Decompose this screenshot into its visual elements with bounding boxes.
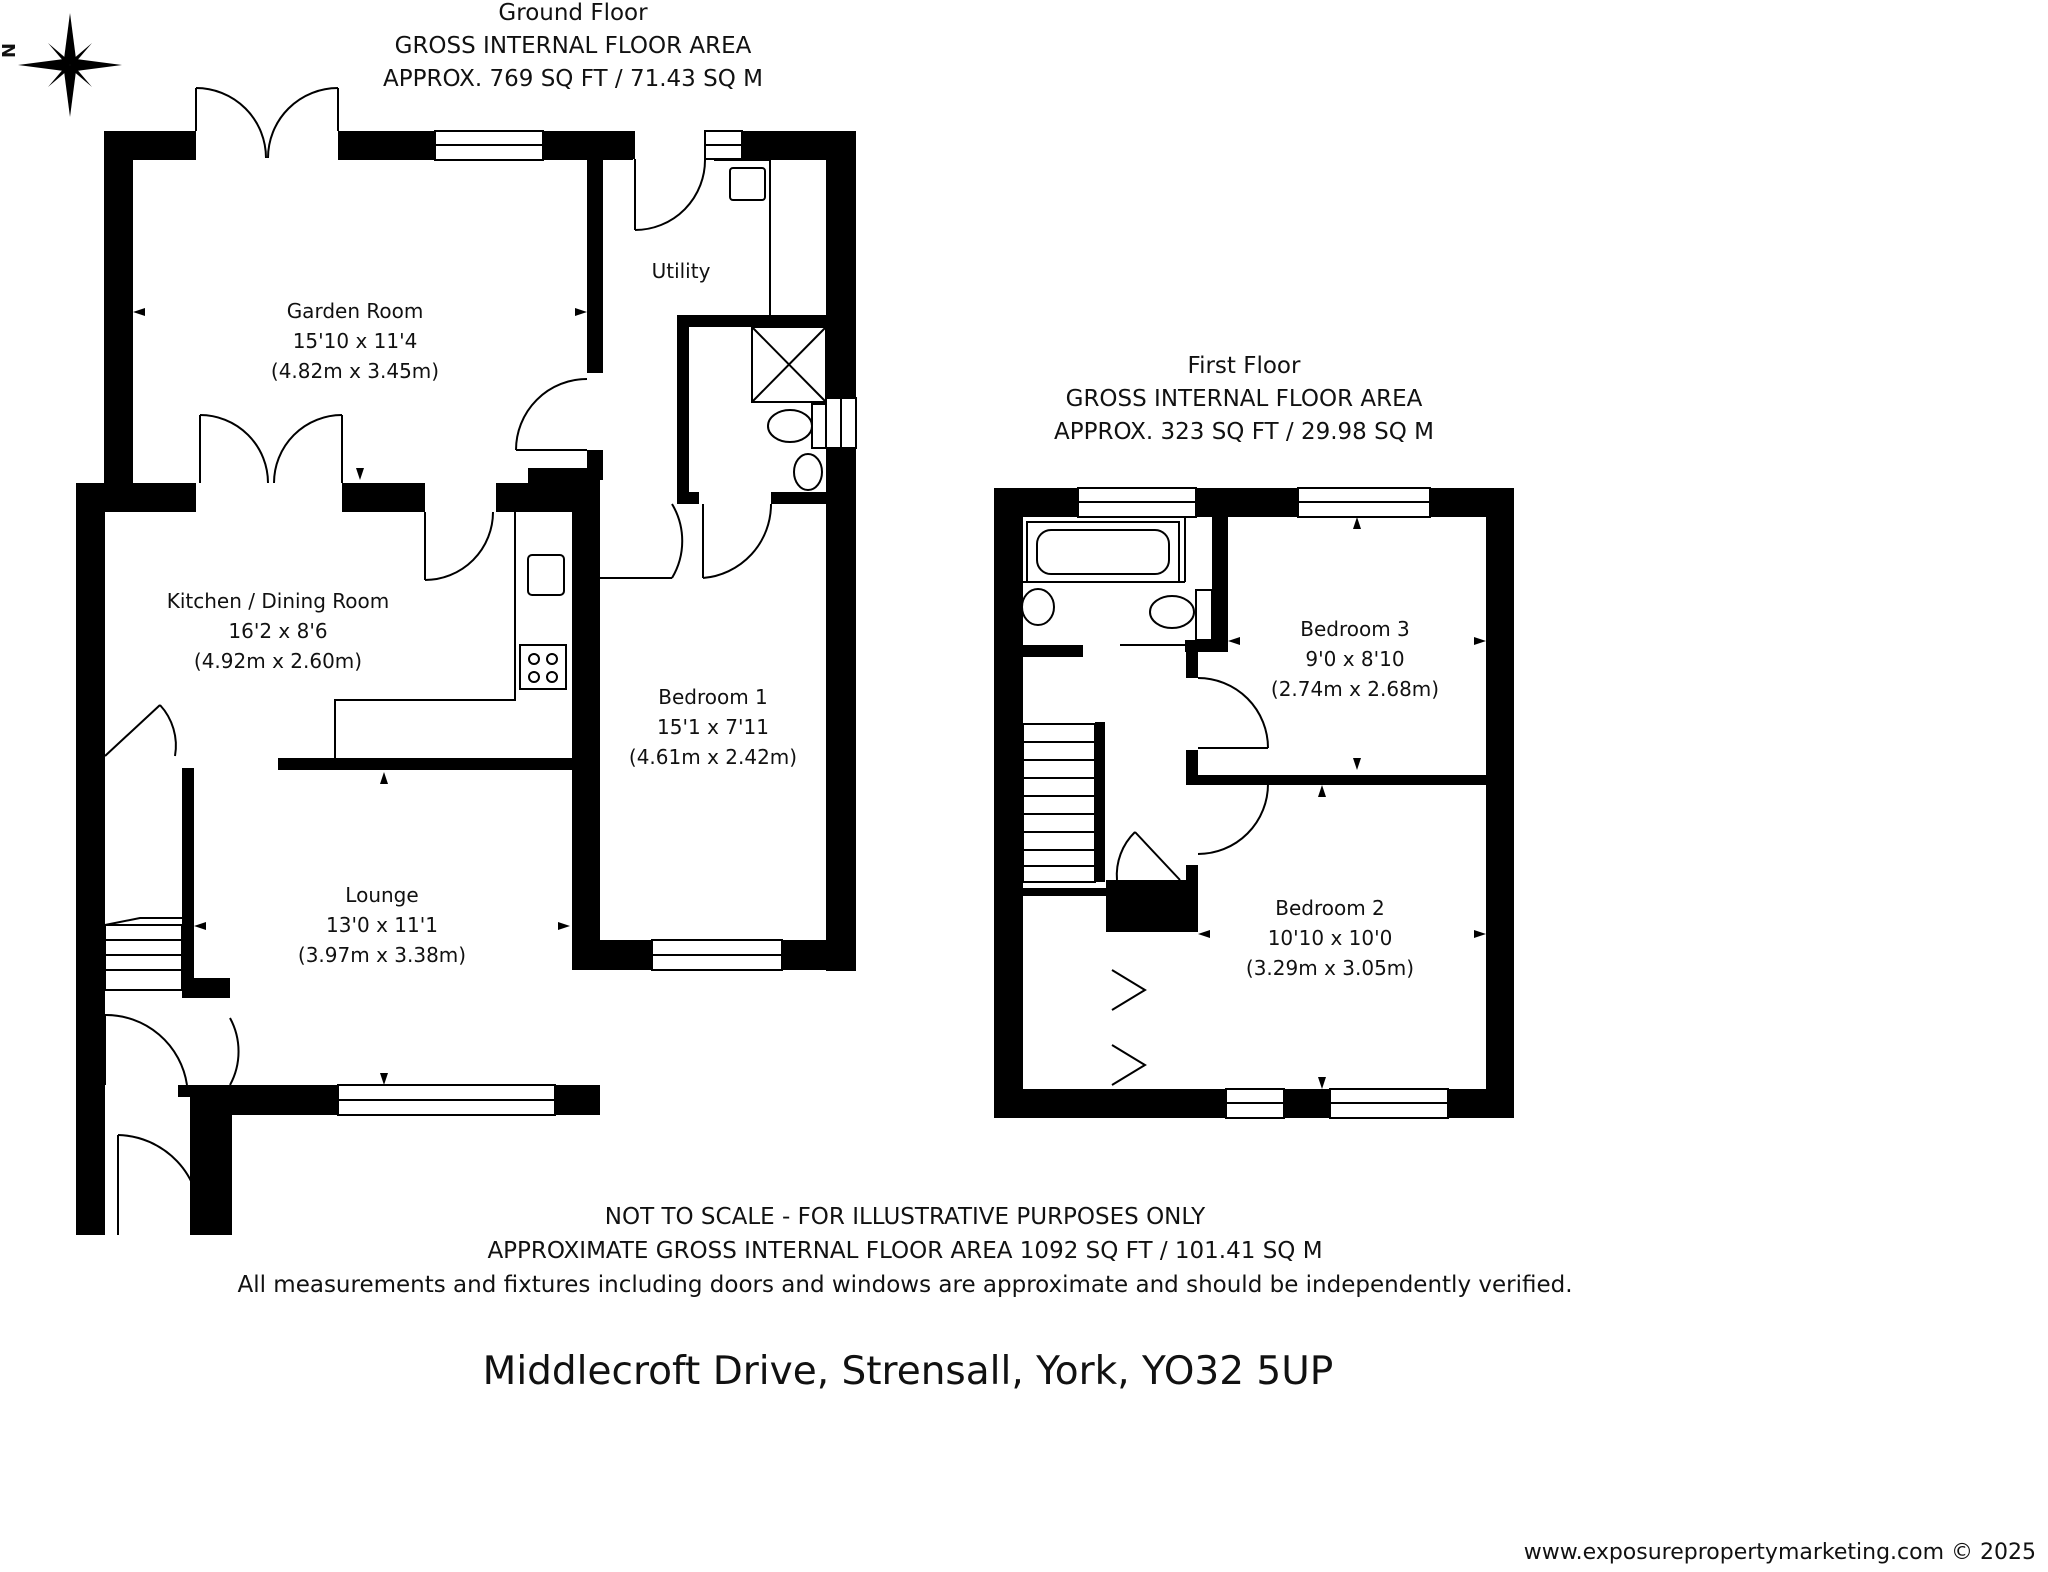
room-size-imperial: 16'2 x 8'6	[228, 619, 328, 643]
room-name: Bedroom 1	[658, 685, 768, 709]
ground-floor-area-label: GROSS INTERNAL FLOOR AREA	[394, 33, 752, 59]
room-name: Lounge	[345, 883, 419, 907]
room-size-metric: (4.61m x 2.42m)	[628, 745, 798, 769]
ground-floor-title: Ground Floor	[498, 0, 648, 26]
note-line-2: APPROXIMATE GROSS INTERNAL FLOOR AREA 10…	[487, 1238, 1323, 1264]
first-floor-header: First Floor GROSS INTERNAL FLOOR AREA AP…	[1054, 350, 1434, 449]
compass-north-label: N	[0, 43, 18, 58]
ground-floor-dimension-markers	[133, 148, 587, 1085]
ground-floor-doors	[104, 87, 827, 1235]
room-name: Bedroom 2	[1275, 896, 1385, 920]
room-size-imperial: 9'0 x 8'10	[1305, 647, 1405, 671]
room-label-lounge: Lounge 13'0 x 11'1 (3.97m x 3.38m)	[298, 880, 466, 970]
room-label-garden-room: Garden Room 15'10 x 11'4 (4.82m x 3.45m)	[271, 296, 439, 386]
room-size-metric: (2.74m x 2.68m)	[1270, 677, 1440, 701]
disclaimer-notes: NOT TO SCALE - FOR ILLUSTRATIVE PURPOSES…	[237, 1200, 1572, 1302]
room-size-metric: (4.82m x 3.45m)	[270, 359, 440, 383]
first-floor-fixtures	[1021, 517, 1269, 1086]
room-label-bedroom-2: Bedroom 2 10'10 x 10'0 (3.29m x 3.05m)	[1246, 893, 1414, 983]
room-name: Bedroom 3	[1300, 617, 1410, 641]
ground-floor-windows	[337, 130, 857, 1116]
room-name: Garden Room	[286, 299, 424, 323]
first-floor-walls	[994, 488, 1514, 1118]
room-size-imperial: 10'10 x 10'0	[1267, 926, 1393, 950]
first-floor-title: First Floor	[1187, 353, 1301, 379]
ground-floor-header: Ground Floor GROSS INTERNAL FLOOR AREA A…	[383, 0, 763, 96]
room-size-metric: (4.92m x 2.60m)	[193, 649, 363, 673]
room-size-metric: (3.29m x 3.05m)	[1245, 956, 1415, 980]
ground-floor-area-value: APPROX. 769 SQ FT / 71.43 SQ M	[383, 66, 763, 92]
room-size-imperial: 15'1 x 7'11	[657, 715, 769, 739]
ground-floor-walls	[76, 131, 856, 1235]
room-label-kitchen-dining: Kitchen / Dining Room 16'2 x 8'6 (4.92m …	[167, 586, 390, 676]
room-name: Kitchen / Dining Room	[166, 589, 390, 613]
note-line-3: All measurements and fixtures including …	[237, 1272, 1573, 1298]
room-label-bedroom-3: Bedroom 3 9'0 x 8'10 (2.74m x 2.68m)	[1271, 614, 1439, 704]
room-size-imperial: 13'0 x 11'1	[326, 913, 438, 937]
room-size-metric: (3.97m x 3.38m)	[297, 943, 467, 967]
first-floor-area-label: GROSS INTERNAL FLOOR AREA	[1065, 386, 1423, 412]
compass-rose-icon	[18, 13, 122, 117]
room-label-utility: Utility	[652, 256, 711, 286]
room-size-imperial: 15'10 x 11'4	[292, 329, 418, 353]
room-name: Utility	[651, 259, 711, 283]
property-address: Middlecroft Drive, Strensall, York, YO32…	[482, 1349, 1334, 1394]
first-floor-area-value: APPROX. 323 SQ FT / 29.98 SQ M	[1054, 419, 1434, 445]
first-floor-dimension-markers	[1198, 517, 1486, 1089]
first-floor-windows	[1077, 487, 1449, 1119]
note-line-1: NOT TO SCALE - FOR ILLUSTRATIVE PURPOSES…	[604, 1204, 1206, 1230]
website-credit: www.exposurepropertymarketing.com © 2025	[1523, 1540, 2036, 1565]
room-label-bedroom-1: Bedroom 1 15'1 x 7'11 (4.61m x 2.42m)	[629, 682, 797, 772]
